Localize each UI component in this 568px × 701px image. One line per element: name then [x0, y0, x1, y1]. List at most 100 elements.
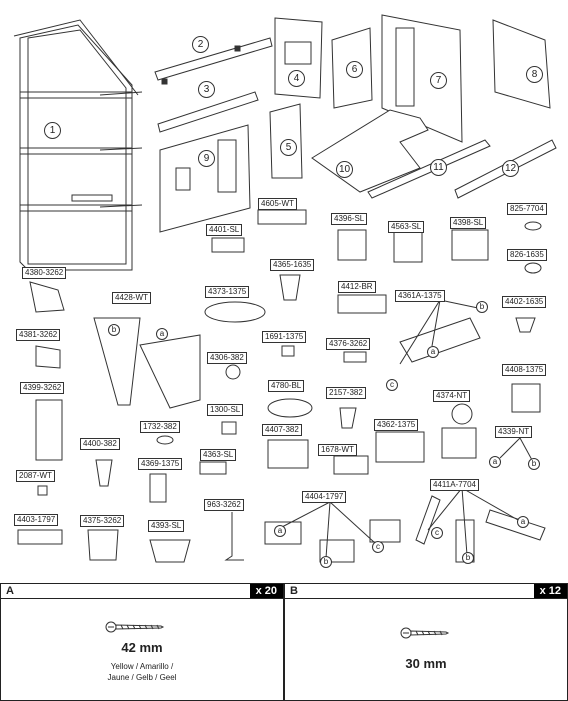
label-4361a-a: a — [427, 346, 439, 358]
label-4361a-c: c — [386, 379, 398, 391]
panel-4 — [274, 17, 323, 99]
label-4404-c: c — [372, 541, 384, 553]
tag-4400-382: 4400-382 — [80, 438, 120, 450]
hardware-a-letter: A — [6, 585, 14, 597]
4780-rug-sketch — [267, 398, 313, 418]
4411a-c-sketch — [415, 495, 441, 545]
label-4404-b: b — [320, 556, 332, 568]
4398-sl-sketch — [451, 229, 489, 261]
tag-4407-382: 4407-382 — [262, 424, 302, 436]
tag-4363-sl: 4363-SL — [200, 449, 237, 461]
tag-4375-3262: 4375-3262 — [80, 515, 125, 527]
4563-sl-sketch — [393, 231, 423, 263]
tag-4398-sl: 4398-SL — [450, 217, 487, 229]
826-sketch — [524, 262, 542, 274]
hardware-b-quantity: x 12 — [533, 584, 567, 598]
tag-4780-bl: 4780-BL — [268, 380, 305, 392]
4412-sketch — [337, 294, 387, 314]
4365-sketch — [279, 274, 301, 301]
2087-sketch — [37, 485, 48, 496]
tag-4374-nt: 4374-NT — [433, 390, 471, 402]
tag-4376-3262: 4376-3262 — [326, 338, 371, 350]
parts-drawing — [13, 14, 557, 563]
hardware-a-colors-1: Yellow / Amarillo / — [110, 662, 174, 671]
4380-sketch — [29, 281, 65, 313]
4403-sketch — [17, 529, 63, 545]
tag-4361a-1375: 4361A-1375 — [395, 290, 445, 302]
panel-7 — [381, 14, 463, 143]
4407-sketch — [267, 439, 309, 469]
hardware-panel-a: A x 20 42 mm Yellow / Amarillo / Jaune /… — [0, 583, 284, 701]
4404-c-sketch — [369, 519, 401, 543]
tag-4428-wt: 4428-WT — [112, 292, 151, 304]
tag-4373-1375: 4373-1375 — [205, 286, 250, 298]
4408-sketch — [511, 383, 541, 413]
tag-4399-3262: 4399-3262 — [20, 382, 65, 394]
tag-4563-sl: 4563-SL — [388, 221, 425, 233]
4363-sketch — [199, 461, 227, 475]
tag-1300-sl: 1300-SL — [207, 404, 244, 416]
screw-a-icon — [105, 621, 165, 633]
4402-sketch — [515, 317, 536, 333]
label-4339-a: a — [489, 456, 501, 468]
tag-4605-wt: 4605-WT — [258, 198, 297, 210]
panel-2-beam — [154, 37, 273, 85]
hardware-a-header: A x 20 — [1, 584, 283, 599]
tag-826-1635: 826-1635 — [507, 249, 547, 261]
4393-tub-sketch — [149, 539, 191, 563]
4399-fridge-sketch — [35, 399, 63, 461]
label-4411a-b: b — [462, 552, 474, 564]
tag-4396-sl: 4396-SL — [331, 213, 368, 225]
4401-sl-sketch — [211, 237, 245, 253]
panel-number-4: 4 — [288, 70, 305, 87]
panel-number-8: 8 — [526, 66, 543, 83]
panel-number-3: 3 — [198, 81, 215, 98]
tag-4339-nt: 4339-NT — [495, 426, 533, 438]
1678-sketch — [333, 455, 369, 475]
tag-4381-3262: 4381-3262 — [16, 329, 61, 341]
4605-wt-sketch — [257, 209, 307, 225]
tag-2157-382: 2157-382 — [326, 387, 366, 399]
4428-rail-sketch — [139, 334, 201, 409]
4381-sketch — [35, 345, 61, 369]
tag-825-7704: 825-7704 — [507, 203, 547, 215]
panel-number-12: 12 — [502, 160, 519, 177]
tag-4369-1375: 4369-1375 — [138, 458, 183, 470]
panel-3-rail — [157, 91, 259, 133]
panel-number-2: 2 — [192, 36, 209, 53]
panel-8 — [492, 19, 551, 109]
panel-number-1: 1 — [44, 122, 61, 139]
1691-sketch — [281, 345, 295, 357]
tag-4408-1375: 4408-1375 — [502, 364, 547, 376]
label-4411a-a: a — [517, 516, 529, 528]
1732-sketch — [156, 435, 174, 445]
4306-sketch — [225, 364, 241, 380]
4376-sketch — [343, 351, 367, 363]
4396-sl-sketch — [337, 229, 367, 261]
825-sketch — [524, 221, 542, 231]
tag-4365-1635: 4365-1635 — [270, 259, 315, 271]
hardware-a-colors-2: Jaune / Gelb / Geel — [107, 673, 177, 682]
hardware-a-length: 42 mm — [121, 640, 163, 655]
label-4428-b: b — [108, 324, 120, 336]
tag-4393-sl: 4393-SL — [148, 520, 185, 532]
hardware-b-length: 30 mm — [405, 656, 447, 671]
tag-1691-1375: 1691-1375 — [262, 331, 307, 343]
tag-4411a-7704: 4411A-7704 — [430, 479, 479, 491]
4361a-bed-sketch — [399, 317, 481, 363]
panel-number-5: 5 — [280, 139, 297, 156]
4374-vanity-sketch — [441, 427, 477, 459]
tag-4412-br: 4412-BR — [338, 281, 376, 293]
tag-2087-wt: 2087-WT — [16, 470, 55, 482]
panel-number-9: 9 — [198, 150, 215, 167]
leader-lines — [281, 299, 533, 559]
hardware-b-letter: B — [290, 585, 298, 597]
tag-4362-1375: 4362-1375 — [374, 419, 419, 431]
screw-b-icon — [400, 627, 450, 639]
tag-1732-382: 1732-382 — [140, 421, 180, 433]
label-4361a-b: b — [476, 301, 488, 313]
tag-4306-382: 4306-382 — [207, 352, 247, 364]
label-4411a-c: c — [431, 527, 443, 539]
tag-4403-1797: 4403-1797 — [14, 514, 59, 526]
